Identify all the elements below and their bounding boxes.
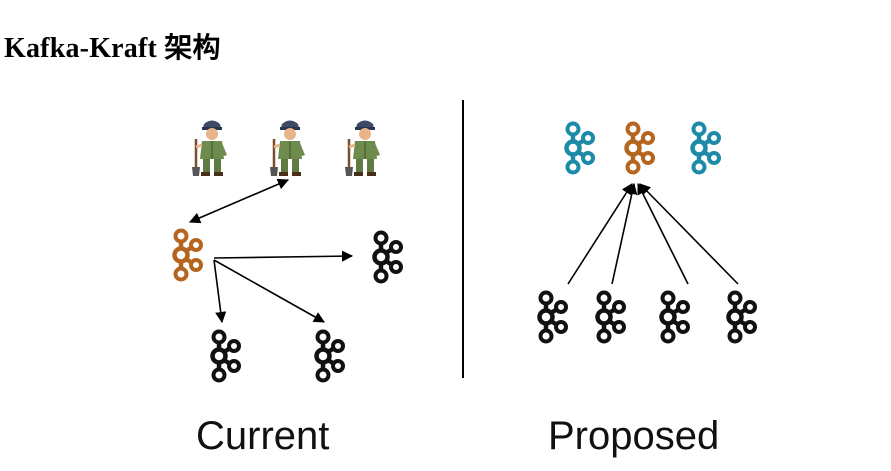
zookeeper-keeper-icon <box>343 119 382 178</box>
kafka-broker-icon <box>317 332 344 381</box>
kafka-broker-icon <box>598 293 625 342</box>
kafka-broker-icon <box>540 293 567 342</box>
metadata-arrow <box>611 182 638 285</box>
current-caption: Current <box>196 414 330 458</box>
kafka-broker-icon <box>729 293 756 342</box>
broker-arrow <box>213 250 354 262</box>
zookeeper-keeper-icon <box>268 119 307 178</box>
proposed-caption: Proposed <box>548 414 720 458</box>
kafka-broker-icon <box>662 293 689 342</box>
kafka-controller-standby-icon <box>693 124 720 173</box>
zookeeper-ensemble <box>190 119 382 178</box>
kafka-broker-icon <box>213 332 240 381</box>
zookeeper-link-arrow <box>188 178 290 224</box>
kafka-controller-icon <box>175 231 202 280</box>
kafka-controller-standby-icon <box>567 124 594 173</box>
kafka-broker-icon <box>375 233 402 282</box>
kafka-controller-active-icon <box>627 124 654 173</box>
broker-arrow <box>213 259 227 324</box>
metadata-arrow <box>637 182 689 285</box>
metadata-arrow <box>639 183 739 285</box>
zookeeper-keeper-icon <box>190 119 229 178</box>
metadata-arrow <box>567 183 633 285</box>
broker-arrow <box>213 259 325 323</box>
page-title: Kafka-Kraft 架构 <box>4 33 221 64</box>
